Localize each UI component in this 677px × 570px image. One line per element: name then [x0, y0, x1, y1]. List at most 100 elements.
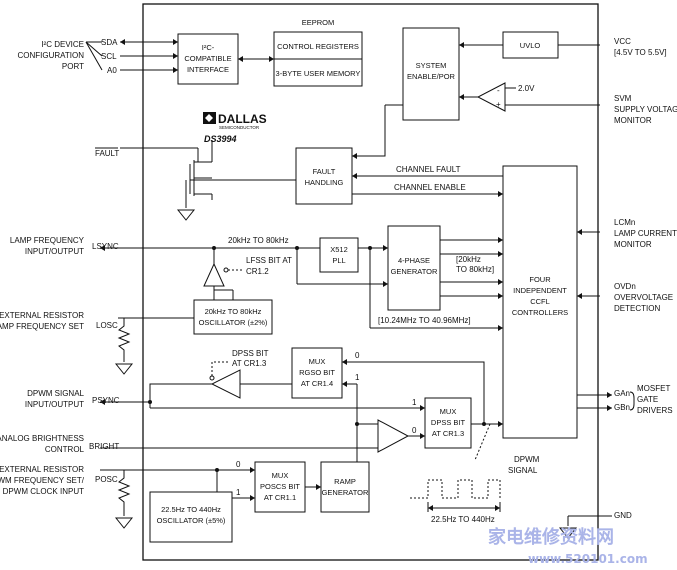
uvlo-block: UVLO [502, 31, 559, 59]
ovd-label-1: OVERVOLTAGE [614, 293, 673, 302]
ext-res-lamp-label-1: EXTERNAL RESISTOR [0, 311, 84, 320]
fault-handling-block: FAULT HANDLING [295, 147, 353, 205]
svg-text:POSCS BIT: POSCS BIT [260, 482, 300, 491]
lamp-freq-label-1: LAMP FREQUENCY [10, 236, 85, 245]
svm-label-1: SUPPLY VOLTAGE [614, 105, 677, 114]
svg-text:+: + [496, 100, 501, 109]
mosfet-label-2: GATE [637, 395, 658, 404]
pwm-oscillator-block: 22.5Hz TO 440Hz OSCILLATOR (±5%) [149, 491, 233, 543]
pin-svm: SVM [614, 94, 632, 103]
svg-text:GENERATOR: GENERATOR [391, 267, 438, 276]
dpwm-freq-label: 22.5Hz TO 440Hz [431, 515, 495, 524]
mosfet-label-1: MOSFET [637, 384, 670, 393]
svg-text:SYSTEM: SYSTEM [416, 61, 447, 70]
svg-text:MUX: MUX [272, 471, 289, 480]
pin-a0: A0 [107, 66, 117, 75]
ext-res-dpwm-label-2: DPWM FREQUENCY SET/ [0, 476, 85, 485]
pin-posc: POSC [95, 475, 118, 484]
losc-resistor [117, 318, 131, 362]
svg-text:4-PHASE: 4-PHASE [398, 256, 430, 265]
svg-text:GENERATOR: GENERATOR [322, 488, 369, 497]
svm-comparator [476, 82, 506, 112]
chip-outline [142, 3, 599, 561]
posc-ground-symbol [114, 517, 134, 529]
mux3-input-1: 1 [236, 488, 241, 497]
lfss-label-1: LFSS BIT AT [246, 256, 292, 265]
svg-text:DPSS BIT: DPSS BIT [431, 418, 466, 427]
svg-text:OSCILLATOR (±2%): OSCILLATOR (±2%) [199, 318, 268, 327]
lcm-label-1: LAMP CURRENT [614, 229, 677, 238]
pin-vcc: VCC [614, 37, 631, 46]
svg-text:20kHz TO 80kHz: 20kHz TO 80kHz [205, 307, 262, 316]
svg-text:RAMP: RAMP [334, 477, 356, 486]
gen-freq-label-1: [20kHz [456, 255, 481, 264]
mux-poscs-block: MUX POSCS BIT AT CR1.1 [254, 461, 306, 513]
svg-text:FAULT: FAULT [313, 167, 336, 176]
svg-text:HANDLING: HANDLING [305, 178, 344, 187]
svg-text:INDEPENDENT: INDEPENDENT [513, 286, 567, 295]
eeprom-block: CONTROL REGISTERS 3-BYTE USER MEMORY [273, 31, 363, 87]
ramp-generator-block: RAMP GENERATOR [320, 461, 370, 513]
analog-brightness-label-1: ANALOG BRIGHTNESS [0, 434, 84, 443]
fault-ground-symbol [176, 209, 196, 221]
bright-comparator [377, 419, 410, 453]
lamp-oscillator-block: 20kHz TO 80kHz OSCILLATOR (±2%) [193, 299, 273, 335]
pin-scl: SCL [101, 52, 117, 61]
mux1-input-0: 0 [355, 351, 360, 360]
ext-res-dpwm-label-3: DPWM CLOCK INPUT [3, 487, 84, 496]
dpss-label-2: AT CR1.3 [232, 359, 267, 368]
svg-text:MUX: MUX [309, 357, 326, 366]
svg-text:CCFL: CCFL [530, 297, 550, 306]
mosfet-label-3: DRIVERS [637, 406, 673, 415]
gen-freq-label-2: TO 80kHz] [456, 265, 494, 274]
logo-text: DALLAS [218, 112, 267, 126]
pin-bright: BRIGHT [89, 442, 119, 451]
system-enable-block: SYSTEM ENABLE/POR [402, 27, 460, 121]
vcc-range: [4.5V TO 5.5V] [614, 48, 667, 57]
svg-text:PLL: PLL [332, 256, 345, 265]
svg-text:AT CR1.3: AT CR1.3 [432, 429, 464, 438]
control-registers: CONTROL REGISTERS [277, 42, 359, 51]
lamp-freq-label-2: INPUT/OUTPUT [25, 247, 84, 256]
svg-text:INTERFACE: INTERFACE [187, 65, 229, 74]
lcm-label-2: MONITOR [614, 240, 652, 249]
pin-psync: PSYNC [92, 396, 120, 405]
svm-label-2: MONITOR [614, 116, 652, 125]
posc-resistor [117, 470, 131, 516]
freq-20-80-label: 20kHz TO 80kHz [228, 236, 289, 245]
svg-text:ENABLE/POR: ENABLE/POR [407, 72, 456, 81]
ext-res-lamp-label-2: LAMP FREQUENCY SET [0, 322, 84, 331]
mux1-input-1: 1 [355, 373, 360, 382]
part-number: DS3994 [204, 134, 237, 144]
channel-fault-label: CHANNEL FAULT [396, 165, 461, 174]
dpwm-waveform [410, 479, 501, 512]
dpwm-signal-label-2: SIGNAL [508, 466, 538, 475]
eeprom-label: EEPROM [302, 18, 335, 27]
pin-gan: GAn [614, 389, 630, 398]
svg-text:AT CR1.4: AT CR1.4 [301, 379, 333, 388]
losc-ground-symbol [114, 363, 134, 375]
four-phase-generator-block: 4-PHASE GENERATOR [387, 225, 441, 311]
pll-freq-label: [10.24MHz TO 40.96MHz] [378, 316, 471, 325]
svg-text:OSCILLATOR (±5%): OSCILLATOR (±5%) [157, 516, 226, 525]
lfss-label-2: CR1.2 [246, 267, 269, 276]
channel-enable-label: CHANNEL ENABLE [394, 183, 466, 192]
ovd-label-2: DETECTION [614, 304, 660, 313]
dpwm-signal-label-1: DPWM [514, 455, 540, 464]
svg-text:X512: X512 [330, 245, 348, 254]
pin-ovd: OVDn [614, 282, 636, 291]
i2c-port-label-1: I²C DEVICE [41, 40, 84, 49]
ext-res-dpwm-label-1: EXTERNAL RESISTOR [0, 465, 84, 474]
pin-lsync: LSYNC [92, 242, 119, 251]
mux-dpss-block: MUX DPSS BIT AT CR1.3 [424, 397, 472, 449]
i2c-port-label-2: CONFIGURATION [17, 51, 84, 60]
svg-text:I²C-: I²C- [202, 43, 215, 52]
i2c-interface-block: I²C- COMPATIBLE INTERFACE [177, 33, 239, 85]
user-memory: 3-BYTE USER MEMORY [276, 69, 361, 78]
svg-text:COMPATIBLE: COMPATIBLE [184, 54, 231, 63]
mux-rgso-block: MUX RGSO BIT AT CR1.4 [291, 347, 343, 399]
mux3-input-0: 0 [236, 460, 241, 469]
watermark-cn: 家电维修资料网 [488, 526, 614, 548]
dpwm-signal-label-2: INPUT/OUTPUT [25, 400, 84, 409]
